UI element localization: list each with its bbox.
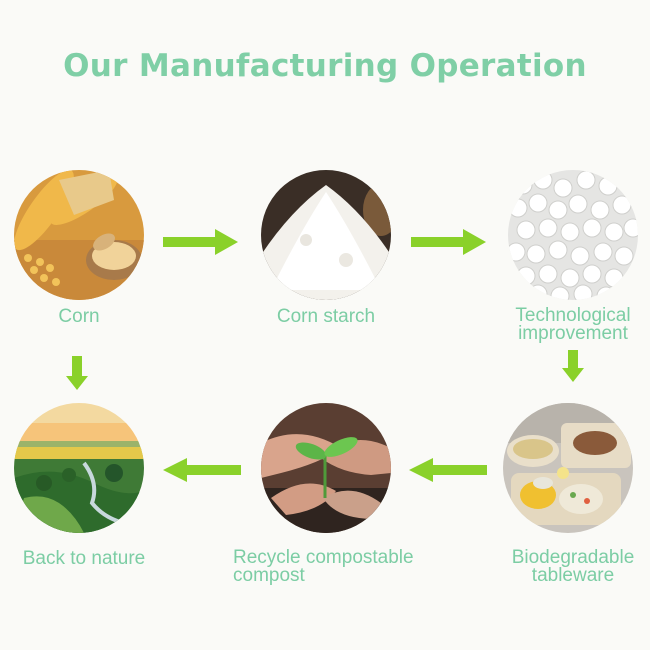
label-line: tableware bbox=[531, 565, 615, 586]
label-line: Biodegradable bbox=[511, 547, 635, 568]
label-line: compost bbox=[233, 565, 305, 586]
landscape-image bbox=[14, 403, 144, 533]
label-line: Recycle compostable bbox=[233, 547, 414, 568]
arrow-down-icon bbox=[562, 350, 584, 382]
arrow-down-icon bbox=[66, 356, 88, 390]
arrow-right-icon bbox=[411, 229, 486, 255]
label-back-to-nature: Back to nature bbox=[22, 548, 146, 569]
hands-seedling-image bbox=[261, 403, 391, 533]
tableware-image bbox=[503, 403, 633, 533]
arrow-left-icon bbox=[409, 458, 487, 482]
label-line: improvement bbox=[518, 323, 628, 344]
label-line: Technological bbox=[515, 305, 631, 326]
arrow-right-icon bbox=[163, 229, 238, 255]
arrow-left-icon bbox=[163, 458, 241, 482]
label-biodegradable-tableware: Biodegradable tableware bbox=[493, 547, 650, 586]
pellets-image bbox=[508, 170, 638, 300]
corn-image bbox=[14, 170, 144, 300]
label-recycle-compost: Recycle compostable compost bbox=[233, 547, 433, 586]
label-corn-starch: Corn starch bbox=[276, 306, 376, 327]
label-technological-improvement: Technological improvement bbox=[493, 305, 650, 344]
corn-starch-image bbox=[261, 170, 391, 300]
page-title: Our Manufacturing Operation bbox=[63, 48, 587, 84]
label-corn: Corn bbox=[58, 306, 100, 327]
